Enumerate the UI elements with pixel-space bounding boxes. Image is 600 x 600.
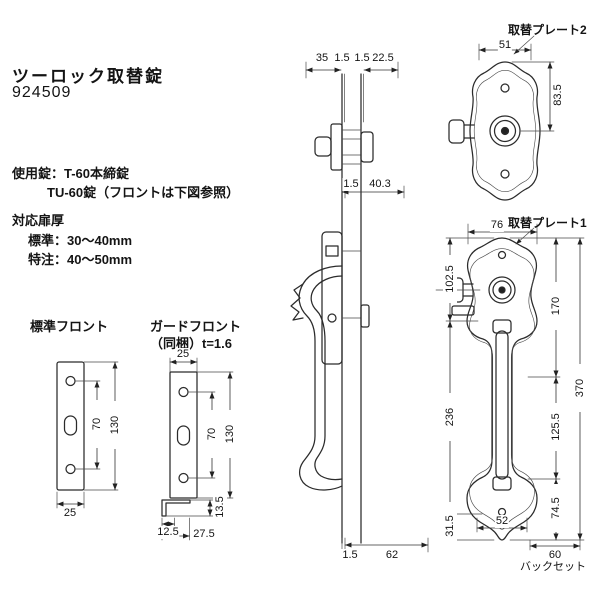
dim-side-outside-depth: 22.5: [371, 52, 395, 65]
dim-plate2-cylinder-center: 83.5: [551, 71, 565, 119]
dim-plate1-mid: 125.5: [549, 403, 563, 451]
guard-front-drawing: [161, 357, 234, 541]
dim-guard-width: 25: [175, 348, 191, 361]
dim-guard-bend-outer: 27.5: [192, 528, 216, 541]
dim-plate1-top-to-cylinder: 102.5: [443, 255, 457, 303]
dim-plate2-width: 51: [497, 39, 513, 52]
plate2-label: 取替プレート2: [508, 23, 587, 37]
dim-std-front-pitch: 70: [90, 400, 104, 448]
dim-plate1-width: 76: [489, 219, 505, 232]
backset-label: バックセット: [519, 561, 587, 574]
dim-plate1-bottom: 31.5: [443, 502, 457, 550]
standard-front-label: 標準フロント: [30, 319, 109, 334]
dim-side-escutcheon-depth: 40.3: [368, 178, 392, 191]
dim-side-front-left: 1.5: [333, 52, 351, 65]
dim-plate1-total-height: 370: [573, 364, 587, 412]
lock-type-line2: TU-60錠（フロントは下図参照）: [47, 185, 240, 200]
dim-side-case-depth: 35: [314, 52, 330, 65]
page-title: ツーロック取替錠: [12, 67, 164, 86]
dim-guard-pitch: 70: [205, 410, 219, 458]
side-view-drawing: [290, 61, 429, 553]
plate1-label: 取替プレート1: [508, 216, 587, 230]
dim-side-bottom-thickness: 1.5: [341, 549, 359, 562]
dim-side-bottom-depth: 62: [384, 549, 400, 562]
dim-plate1-lower: 74.5: [549, 484, 563, 532]
dim-plate1-screw-pitch: 52: [494, 515, 510, 528]
lock-type-line1: 使用錠：T-60本締錠: [12, 166, 130, 181]
dim-guard-height: 130: [223, 410, 237, 458]
dim-plate1-backset: 60: [547, 549, 563, 562]
dim-std-front-height: 130: [108, 401, 122, 449]
dim-plate1-handle-span: 236: [443, 393, 457, 441]
door-thickness-label: 対応扉厚: [12, 213, 65, 228]
dim-std-front-width: 25: [62, 507, 78, 520]
guard-front-label: ガードフロント: [150, 319, 242, 334]
dim-guard-bend-inner: 12.5: [156, 526, 180, 539]
door-thickness-custom: 特注：40〜50mm: [28, 252, 133, 267]
dim-guard-lip: 13.5: [213, 483, 227, 531]
standard-front-drawing: [56, 361, 119, 509]
dim-side-plate-thickness: 1.5: [342, 178, 360, 191]
dim-plate1-cylinder-to-handle: 170: [549, 282, 563, 330]
model-number: 924509: [12, 84, 72, 101]
guard-front-sublabel: （同梱）t=1.6: [150, 336, 232, 351]
plate2-drawing: [448, 35, 555, 201]
dim-side-front-right: 1.5: [353, 52, 371, 65]
door-thickness-standard: 標準：30〜40mm: [28, 233, 133, 248]
